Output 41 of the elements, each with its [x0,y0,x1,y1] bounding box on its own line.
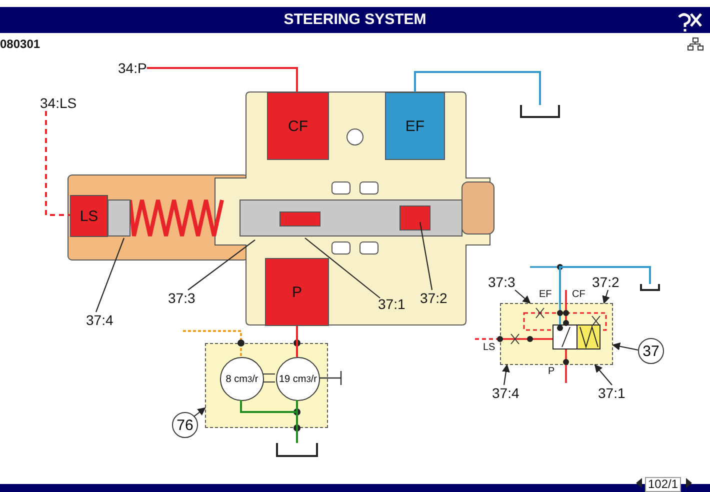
hydraulic-line [559,266,651,303]
port-block: LS [70,195,108,237]
port-label: EF [539,289,552,300]
port-label: LS [483,342,496,353]
arrow [602,290,610,304]
callout-label: 37:1 [598,385,626,401]
port-label: P [548,366,555,377]
arrow [514,290,531,304]
callout-label: 37:4 [492,385,520,401]
hydraulic-line [146,67,298,92]
pump-unit-box [205,343,328,428]
callout-label: 37:3 [488,274,516,290]
callout-label: 37:2 [592,274,620,290]
callout-number: 37 [638,338,664,364]
hydraulic-line [45,111,70,216]
port-label: CF [572,289,586,300]
callout-label: 37:4 [86,312,114,328]
port-block: P [265,258,329,326]
port-label: 34:P [118,60,147,76]
callout-number: 76 [172,412,198,438]
callout-label: 37:1 [378,296,406,312]
title: STEERING SYSTEM [282,12,428,28]
hydraulic-line [414,71,541,105]
arrow [502,364,510,386]
port-label: 34:LS [40,95,77,111]
arrow [192,407,206,418]
port-block: CF [267,92,329,160]
leader-line [95,238,125,312]
tank-symbol [276,443,318,457]
tank-symbol [520,105,560,118]
arrow [612,342,638,351]
callout-label: 37:2 [420,290,448,306]
callout-label: 37:3 [168,290,196,306]
arrow [594,364,612,386]
tank-symbol [640,284,660,291]
page-number: 102/1 [645,477,682,492]
port-block: EF [385,92,445,160]
leader-line [304,238,380,298]
page-code: 080301 [0,38,40,51]
leader-line [419,222,433,290]
leader-line [188,240,256,290]
